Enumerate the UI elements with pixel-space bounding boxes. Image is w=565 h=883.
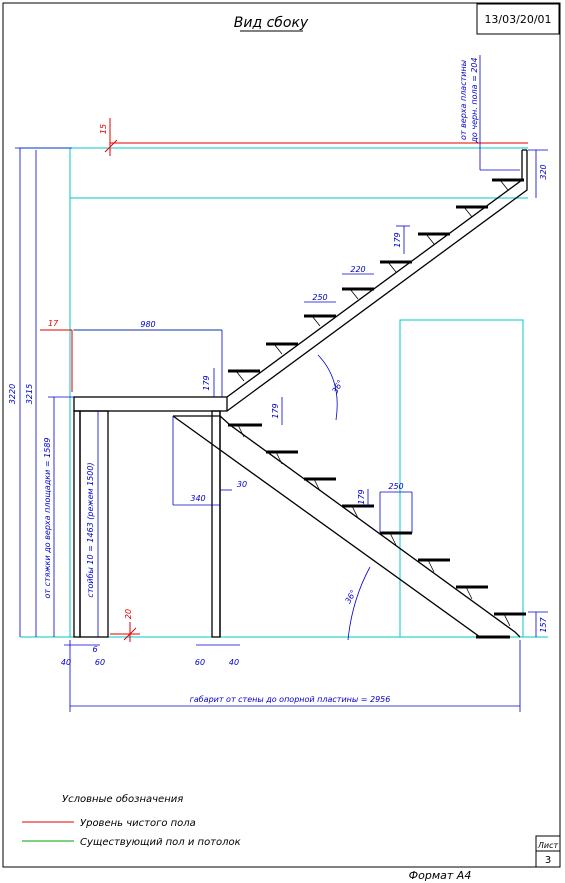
stair-structure xyxy=(73,149,528,638)
sheet-code: 13/03/20/01 xyxy=(484,13,551,26)
dim-179-left: 179 xyxy=(202,375,211,390)
note-screed-to-landing: от стяжки до верха площадки = 1589 xyxy=(43,438,52,599)
sheet-code-box xyxy=(476,3,560,35)
dim-340: 340 xyxy=(190,494,205,503)
dim-60-left: 60 xyxy=(95,658,105,667)
dim-157: 157 xyxy=(539,616,548,632)
note-posts: стойбы 10 = 1463 (режем 1500) xyxy=(86,462,95,597)
post-left-outer xyxy=(73,410,81,638)
note-plate-top-1: от верха пластины xyxy=(459,60,468,140)
note-overall: габарит от стены до опорной пластины = 2… xyxy=(190,695,391,704)
sheet-label: Лист xyxy=(537,841,559,850)
dim-179-low: 179 xyxy=(357,489,366,504)
dim-3220: 3220 xyxy=(8,384,17,404)
format-label: Формат А4 xyxy=(409,869,472,882)
dim-20: 20 xyxy=(124,609,133,619)
legend-item-existing: Существующий пол и потолок xyxy=(80,837,241,848)
dim-30: 30 xyxy=(237,480,247,489)
dim-250-low: 250 xyxy=(388,482,403,491)
dim-179-mid: 179 xyxy=(271,403,280,418)
dim-17: 17 xyxy=(48,319,59,328)
dim-40-left: 40 xyxy=(61,658,71,667)
existing-floor-ceiling xyxy=(20,147,548,638)
dim-6: 6 xyxy=(92,645,97,654)
note-plate-top-2: до черн. пола = 204 xyxy=(470,57,479,143)
post-left xyxy=(79,410,109,638)
lower-step-brackets xyxy=(237,424,511,627)
sheet-frame xyxy=(2,2,561,868)
angle-lower: 36° xyxy=(343,588,358,605)
lower-steps xyxy=(228,423,526,639)
angle-upper: 36° xyxy=(330,378,345,395)
dim-15: 15 xyxy=(99,124,108,134)
upper-steps xyxy=(228,178,524,373)
legend-title: Условные обозначения xyxy=(62,793,183,805)
dim-3215: 3215 xyxy=(25,384,34,404)
dim-40-mid: 40 xyxy=(229,658,239,667)
dim-60-mid: 60 xyxy=(195,658,205,667)
legend-item-clean-floor: Уровень чистого пола xyxy=(80,818,196,829)
lower-stringer xyxy=(172,415,521,638)
upper-stringer xyxy=(226,150,528,412)
landing-beam xyxy=(73,396,228,412)
dim-250-top: 250 xyxy=(312,293,327,302)
dim-179-top: 179 xyxy=(393,232,402,247)
dim-320: 320 xyxy=(539,164,548,179)
page-title: Вид сбоку xyxy=(234,15,309,31)
dim-220: 220 xyxy=(350,265,365,274)
clean-floor-level xyxy=(40,118,528,642)
sheet-number: 3 xyxy=(545,855,551,866)
dim-980: 980 xyxy=(140,320,155,329)
dimension-lines xyxy=(15,55,548,712)
upper-step-brackets xyxy=(235,179,509,382)
